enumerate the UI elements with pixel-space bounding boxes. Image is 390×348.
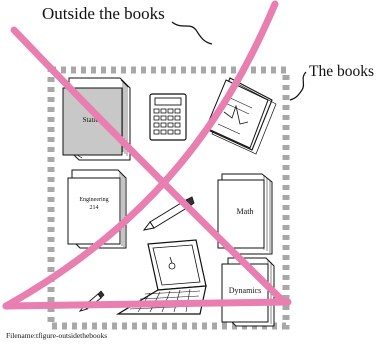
calculator-icon [149,93,187,141]
cross-stroke-down [10,26,286,304]
cross-stroke-base [2,298,292,310]
books-leader-line [289,71,307,101]
engineering-title: Engineering [79,197,108,203]
engineering-number: 214 [90,205,99,211]
cross-stroke-up [2,0,279,310]
dynamics-book-icon: Dynamics [221,257,275,327]
math-book-icon: Math [217,173,273,255]
filename-caption: Filename:tfigure-outsidethebooks [6,331,108,340]
cross-out-mark [2,0,292,310]
outside-leader-line [171,21,213,45]
math-title: Math [237,207,254,216]
the-books-label: The books [309,63,375,80]
statics-title: Statics [83,116,102,124]
outside-the-books-label: Outside the books [42,4,165,23]
dynamics-title: Dynamics [229,286,261,295]
notes-papers-icon [205,77,277,155]
books-boundary [47,66,290,330]
engineering-book-icon: Engineering 214 [67,169,127,249]
